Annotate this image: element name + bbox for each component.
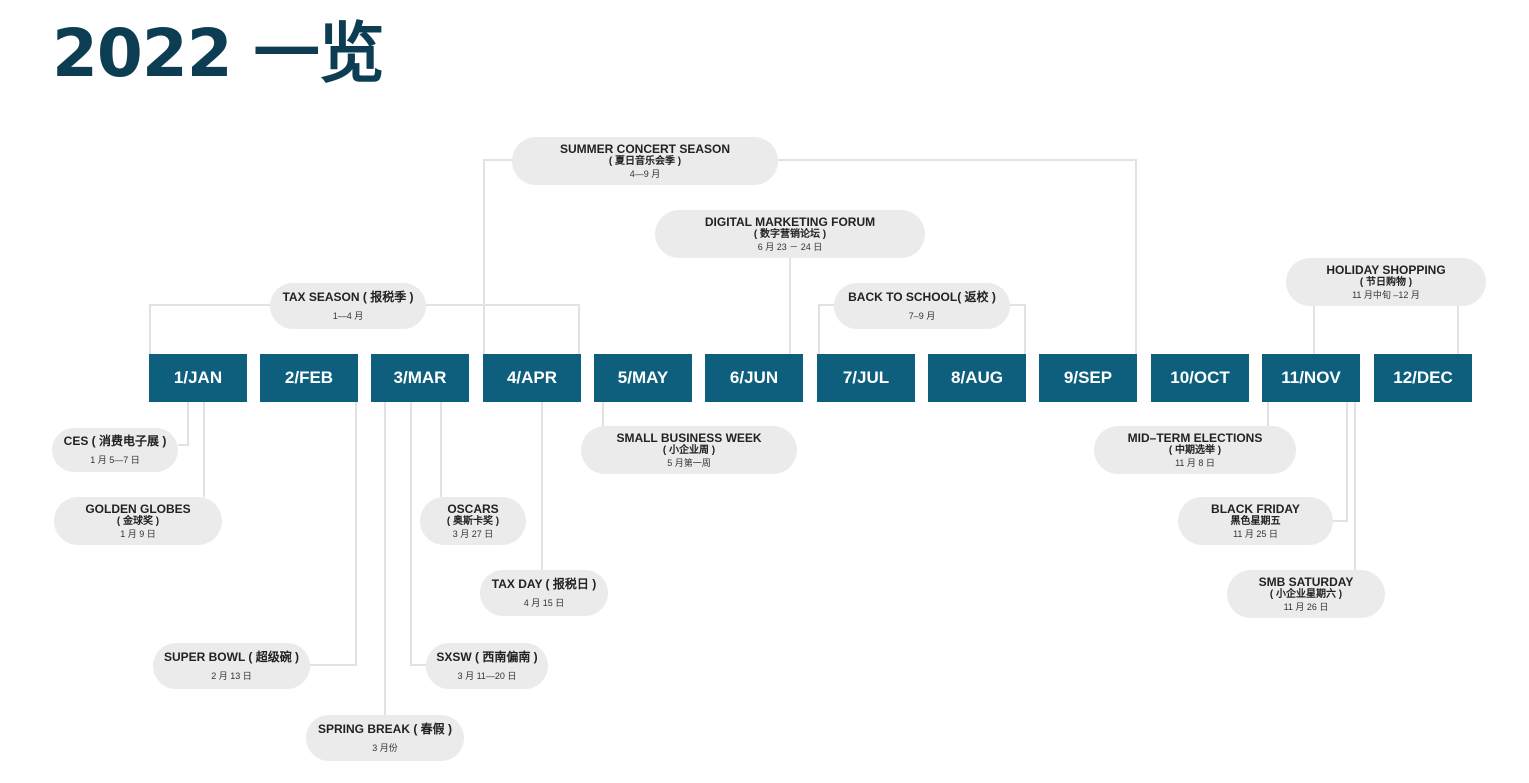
- connector-ces: [178, 402, 189, 446]
- month-may: 5/MAY: [594, 354, 692, 402]
- connector-summer-concert: [483, 159, 512, 354]
- connector-super-bowl: [310, 402, 357, 666]
- connector-back-to-school-left: [818, 304, 834, 354]
- event-black-friday: BLACK FRIDAY 黑色星期五 11 月 25 日: [1178, 497, 1333, 545]
- event-date: 1 月 9 日: [120, 529, 156, 539]
- event-title: SUPER BOWL ( 超级碗 ): [163, 650, 300, 664]
- event-summer-concert-season: SUMMER CONCERT SEASON ( 夏日音乐会季 ) 4—9 月: [512, 137, 778, 185]
- event-back-to-school: BACK TO SCHOOL( 返校 ) 7–9 月: [834, 283, 1010, 329]
- event-subtitle: ( 金球奖 ): [116, 516, 160, 527]
- event-date: 3 月 27 日: [452, 529, 494, 539]
- event-tax-season: TAX SEASON ( 报税季 ) 1—4 月: [270, 283, 426, 329]
- connector-back-to-school-right: [1010, 304, 1026, 354]
- month-feb: 2/FEB: [260, 354, 358, 402]
- event-date: 11 月 26 日: [1283, 602, 1329, 612]
- event-title: TAX SEASON ( 报税季 ): [282, 290, 414, 304]
- event-date: 4—9 月: [629, 169, 661, 179]
- event-date: 2 月 13 日: [211, 671, 252, 681]
- event-date: 11 月中旬 –12 月: [1352, 290, 1420, 300]
- event-date: 6 月 23 － 24 日: [757, 242, 823, 252]
- month-jun: 6/JUN: [705, 354, 803, 402]
- event-subtitle: ( 夏日音乐会季 ): [608, 156, 682, 167]
- event-holiday-shopping: HOLIDAY SHOPPING ( 节日购物 ) 11 月中旬 –12 月: [1286, 258, 1486, 306]
- month-mar: 3/MAR: [371, 354, 469, 402]
- event-title: SMB SATURDAY: [1258, 575, 1354, 589]
- event-spring-break: SPRING BREAK ( 春假 ) 3 月份: [306, 715, 464, 761]
- connector-tax-season-right: [426, 304, 580, 354]
- event-title: SXSW ( 西南偏南 ): [436, 650, 538, 664]
- event-digital-marketing-forum: DIGITAL MARKETING FORUM ( 数字营销论坛 ) 6 月 2…: [655, 210, 925, 258]
- event-date: 3 月份: [372, 743, 398, 753]
- event-date: 11 月 25 日: [1233, 529, 1278, 539]
- event-sxsw: SXSW ( 西南偏南 ) 3 月 11—20 日: [426, 643, 548, 689]
- event-ces: CES ( 消费电子展 ) 1 月 5—7 日: [52, 428, 178, 472]
- event-subtitle: ( 节日购物 ): [1359, 277, 1413, 288]
- connector-tax-season-left: [149, 304, 270, 354]
- event-date: 1—4 月: [332, 311, 364, 321]
- event-smb-saturday: SMB SATURDAY ( 小企业星期六 ) 11 月 26 日: [1227, 570, 1385, 618]
- connector-black-friday: [1333, 402, 1348, 522]
- page-title: 2022 一览: [52, 15, 385, 92]
- event-golden-globes: GOLDEN GLOBES ( 金球奖 ) 1 月 9 日: [54, 497, 222, 545]
- event-subtitle: ( 小企业周 ): [662, 445, 716, 456]
- event-small-business-week: SMALL BUSINESS WEEK ( 小企业周 ) 5 月第一周: [581, 426, 797, 474]
- event-subtitle: 黑色星期五: [1230, 516, 1281, 527]
- event-midterm-elections: MID–TERM ELECTIONS ( 中期选举 ) 11 月 8 日: [1094, 426, 1296, 474]
- event-title: HOLIDAY SHOPPING: [1326, 263, 1446, 277]
- connector-summer-concert-end: [778, 159, 1137, 354]
- event-date: 3 月 11—20 日: [457, 671, 517, 681]
- event-title: TAX DAY ( 报税日 ): [491, 577, 597, 591]
- month-aug: 8/AUG: [928, 354, 1026, 402]
- event-title: DIGITAL MARKETING FORUM: [704, 215, 876, 229]
- event-title: SPRING BREAK ( 春假 ): [317, 722, 452, 736]
- event-title: BACK TO SCHOOL( 返校 ): [848, 290, 996, 304]
- event-super-bowl: SUPER BOWL ( 超级碗 ) 2 月 13 日: [153, 643, 310, 689]
- event-date: 7–9 月: [908, 311, 936, 321]
- month-nov: 11/NOV: [1262, 354, 1360, 402]
- event-subtitle: ( 小企业星期六 ): [1269, 589, 1343, 600]
- event-title: SUMMER CONCERT SEASON: [559, 142, 730, 156]
- month-apr: 4/APR: [483, 354, 581, 402]
- event-title: MID–TERM ELECTIONS: [1127, 431, 1263, 445]
- event-date: 1 月 5—7 日: [90, 455, 140, 465]
- event-oscars: OSCARS ( 奥斯卡奖 ) 3 月 27 日: [420, 497, 526, 545]
- event-date: 11 月 8 日: [1175, 458, 1215, 468]
- event-title: GOLDEN GLOBES: [85, 502, 191, 516]
- event-title: OSCARS: [447, 502, 499, 516]
- month-oct: 10/OCT: [1151, 354, 1249, 402]
- event-date: 5 月第一周: [667, 458, 711, 468]
- connector-sxsw: [410, 402, 426, 666]
- event-tax-day: TAX DAY ( 报税日 ) 4 月 15 日: [480, 570, 608, 616]
- event-date: 4 月 15 日: [523, 598, 565, 608]
- month-dec: 12/DEC: [1374, 354, 1472, 402]
- event-title: CES ( 消费电子展 ): [63, 434, 167, 448]
- month-jul: 7/JUL: [817, 354, 915, 402]
- event-subtitle: ( 数字营销论坛 ): [753, 229, 827, 240]
- month-sep: 9/SEP: [1039, 354, 1137, 402]
- event-subtitle: ( 中期选举 ): [1168, 445, 1222, 456]
- month-jan: 1/JAN: [149, 354, 247, 402]
- event-subtitle: ( 奥斯卡奖 ): [446, 516, 500, 527]
- event-title: BLACK FRIDAY: [1211, 502, 1300, 516]
- event-title: SMALL BUSINESS WEEK: [616, 431, 762, 445]
